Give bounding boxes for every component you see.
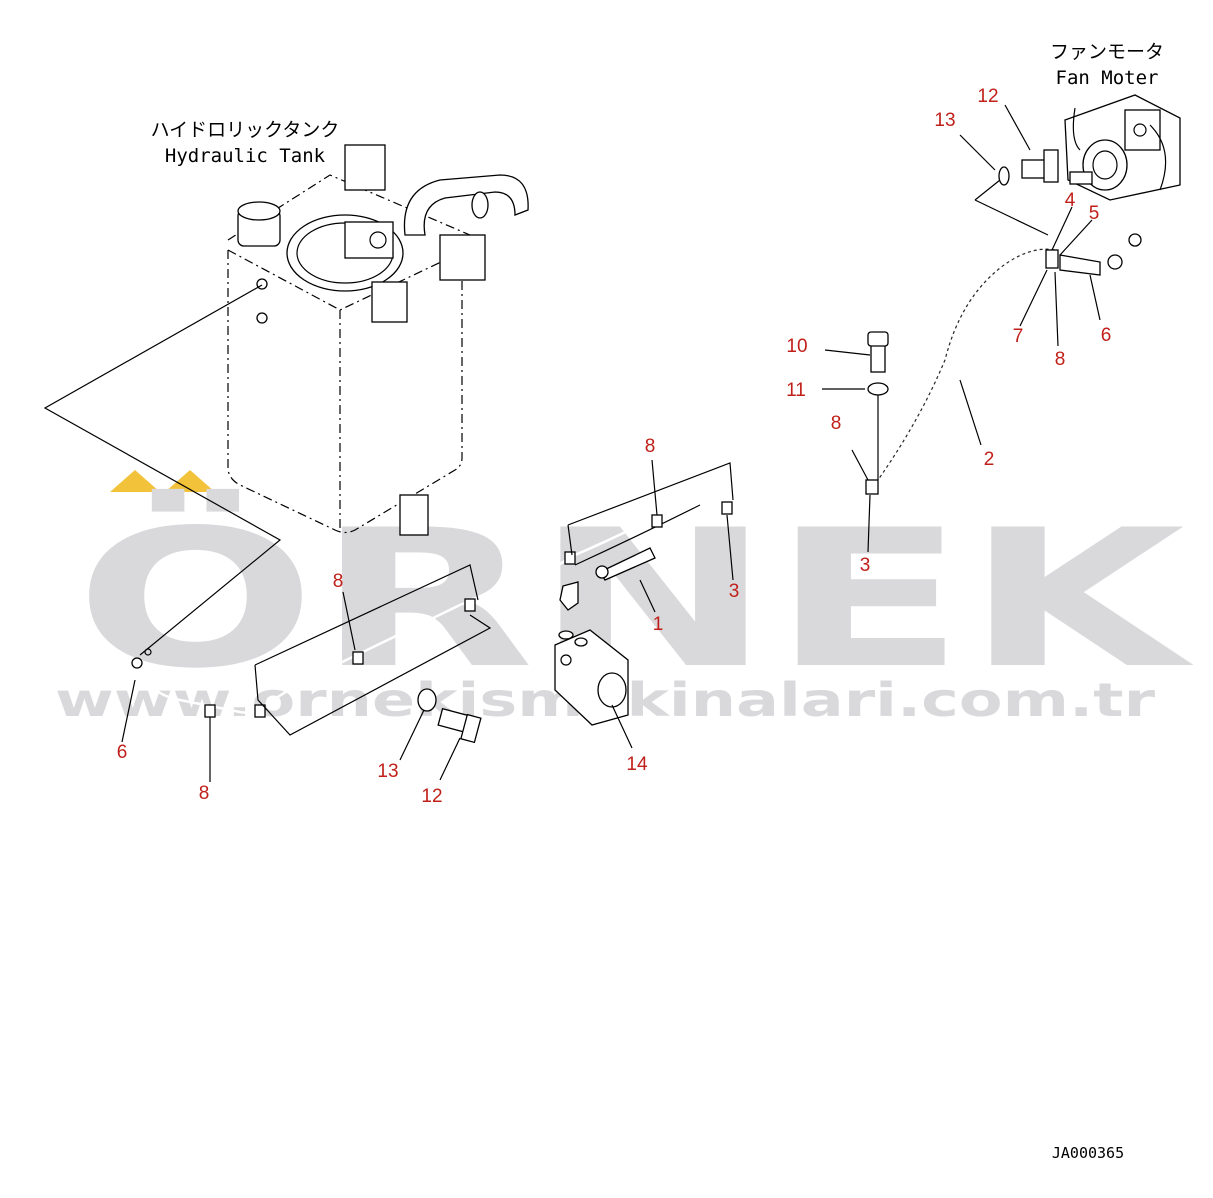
tank-caption-jp: ハイドロリックタンク	[151, 119, 340, 141]
callout-labels: 1 2 3 3 4 5 6 6 7 8 8 8 8 8 9 10 11 12 1…	[117, 86, 1112, 807]
tube-secondary	[574, 504, 701, 566]
clamp-8-f	[651, 514, 663, 528]
clamps	[204, 249, 1059, 718]
hydraulic-tank	[227, 144, 529, 536]
leader-callouts-a	[851, 104, 1031, 481]
watermark-brand: ÖRNEK	[75, 488, 1194, 710]
leader-clamp-group-left	[254, 564, 492, 736]
leader-bolt-10-11	[822, 349, 879, 480]
washer-13-top	[998, 166, 1010, 186]
leader-top-bolt	[974, 179, 1049, 236]
hose-2-texture	[873, 243, 1057, 484]
leader-callouts-c	[639, 379, 982, 613]
callout-label: 2	[984, 449, 995, 470]
fitting-top-right	[1107, 254, 1123, 270]
callout-label: 8	[645, 436, 656, 457]
callout-label: 8	[333, 571, 344, 592]
callout-label: 8	[199, 783, 210, 804]
tank-port-hole	[369, 231, 387, 249]
tank-edges	[227, 249, 463, 530]
leader-clamp-group-right	[567, 462, 734, 556]
callout-label: 3	[860, 555, 871, 576]
leader-callouts-e	[399, 704, 633, 781]
tank-bracket-bottom	[399, 494, 429, 536]
block-14-bolt-hole	[560, 654, 572, 666]
tank-port-block	[344, 221, 394, 259]
tank-pipe-end	[471, 191, 489, 219]
fan-motor	[1064, 94, 1181, 201]
fan-motor-shaft	[1069, 171, 1093, 185]
callout-label: 7	[1013, 326, 1024, 347]
callout-label: 12	[977, 86, 998, 107]
callout-label: 8	[1055, 349, 1066, 370]
tank-return-pipe	[403, 174, 529, 236]
clamp-8-a	[204, 704, 216, 718]
callout-label: 6	[117, 742, 128, 763]
fan-motor-pipes	[1072, 107, 1167, 191]
bolt-10-head	[867, 331, 889, 347]
callout-label: 12	[421, 786, 442, 807]
fan-motor-port	[1133, 123, 1147, 137]
fan-motor-flange	[1082, 139, 1128, 191]
fitting-elbow-top	[1128, 233, 1142, 247]
tank-bracket-side	[371, 281, 408, 323]
tank-outline	[227, 250, 463, 534]
callout-label: 8	[831, 413, 842, 434]
fasteners	[417, 149, 1059, 744]
hose-6-top	[1059, 254, 1101, 276]
clamp-3-a	[721, 501, 733, 515]
tank-bracket-right	[439, 234, 486, 281]
leader-callouts-d	[121, 459, 658, 782]
watermark-accent-left	[110, 470, 160, 492]
callout-label: 1	[653, 614, 664, 635]
callout-label: 4	[1065, 190, 1076, 211]
hose-1-fitting	[595, 565, 609, 579]
callout-label: 14	[626, 754, 648, 775]
block-14-port	[597, 672, 627, 708]
clamp-8-b	[254, 704, 266, 718]
callout-label: 11	[786, 380, 806, 401]
tank-plug	[256, 312, 268, 324]
watermark-accent-right	[165, 470, 215, 492]
clamp-3-b	[865, 479, 879, 495]
captions: ハイドロリックタンク Hydraulic Tank ファンモータ Fan Mot…	[151, 41, 1164, 1162]
watermark: ÖRNEK www.ornekismakinalari.com.tr	[55, 470, 1194, 727]
callout-label: 5	[1089, 203, 1100, 224]
callout-label: 6	[1101, 325, 1112, 346]
motor-caption-en: Fan Moter	[1056, 67, 1159, 89]
bolt-12-top-head	[1043, 149, 1059, 183]
leader-callouts-b	[1019, 206, 1101, 347]
callout-label: 10	[786, 336, 807, 357]
clamp-8-c	[352, 651, 364, 665]
tank-bracket-top	[344, 144, 386, 191]
clamp-8-d	[464, 598, 476, 612]
oring-upper	[558, 630, 574, 640]
fan-motor-hub	[1092, 150, 1118, 180]
tank-caption-en: Hydraulic Tank	[165, 145, 326, 167]
fitting-6-left	[131, 657, 143, 669]
washer-11	[867, 382, 889, 396]
washer-13-bottom	[417, 688, 437, 712]
bolt-12-bottom-head	[460, 713, 482, 744]
block-14	[554, 581, 629, 726]
elbow-fitting	[559, 581, 579, 611]
oring-lower	[574, 637, 588, 647]
clamp-8-e	[564, 551, 576, 565]
leader-tank-to-fitting	[43, 284, 282, 656]
callout-label: 13	[377, 761, 398, 782]
callout-label: 3	[729, 581, 740, 602]
leader-lines	[43, 104, 1101, 782]
tank-filler-cap-top	[237, 201, 281, 221]
motor-caption-jp: ファンモータ	[1050, 41, 1164, 63]
callout-label: 13	[934, 110, 955, 131]
clamp-7-9	[1045, 249, 1059, 269]
drawing-code: JA000365	[1052, 1144, 1124, 1162]
